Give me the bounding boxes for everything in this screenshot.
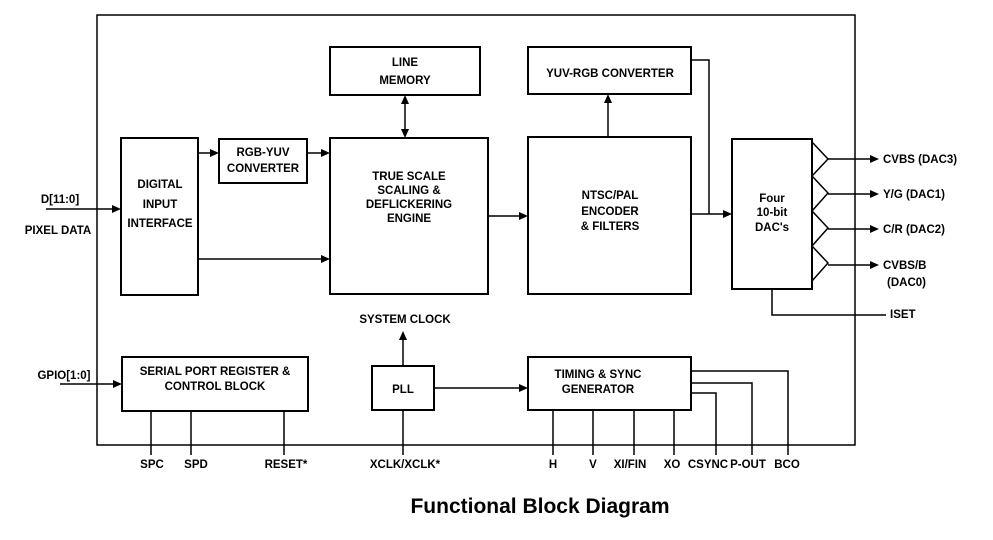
pin-csync: CSYNC xyxy=(688,459,728,471)
pin-reset: RESET* xyxy=(265,459,308,471)
line-memory-label-1: LINE xyxy=(392,57,419,69)
scaling-label-2: SCALING & xyxy=(377,185,440,197)
scaling-label-1: TRUE SCALE xyxy=(372,171,446,183)
dac-label-2: 10-bit xyxy=(757,207,788,219)
system-clock-label: SYSTEM CLOCK xyxy=(359,314,451,326)
pll-label: PLL xyxy=(392,384,414,396)
yuv-rgb-converter-block: YUV-RGB CONVERTER xyxy=(527,46,692,95)
scaling-label-4: ENGINE xyxy=(387,213,431,225)
rgb-yuv-label-2: CONVERTER xyxy=(227,163,300,175)
dac-label-3: DAC's xyxy=(755,222,789,234)
yuv-rgb-label: YUV-RGB CONVERTER xyxy=(546,68,674,80)
pin-spd: SPD xyxy=(184,459,208,471)
diagram-caption: Functional Block Diagram xyxy=(410,495,669,518)
rgb-yuv-converter-block: RGB-YUV CONVERTER xyxy=(218,138,308,184)
timing-label-2: GENERATOR xyxy=(562,384,635,396)
serial-label-2: CONTROL BLOCK xyxy=(165,381,266,393)
pin-v: V xyxy=(589,459,597,471)
encoder-label-2: ENCODER xyxy=(581,206,639,218)
gpio-label: GPIO[1:0] xyxy=(37,370,90,382)
encoder-block: NTSC/PAL ENCODER & FILTERS xyxy=(527,136,692,295)
rgb-yuv-label-1: RGB-YUV xyxy=(236,147,289,159)
chip-outline xyxy=(96,14,856,446)
pin-bco: BCO xyxy=(774,459,800,471)
dac-output-dac0: (DAC0) xyxy=(887,277,926,289)
timing-sync-block: TIMING & SYNC GENERATOR xyxy=(527,356,692,411)
timing-label-1: TIMING & SYNC xyxy=(555,369,642,381)
digital-input-label-3: INTERFACE xyxy=(127,218,193,230)
pixel-data-label: PIXEL DATA xyxy=(25,225,91,237)
encoder-label-3: & FILTERS xyxy=(581,221,640,233)
dac-output-cr-dac2: C/R (DAC2) xyxy=(883,224,945,236)
serial-label-1: SERIAL PORT REGISTER & xyxy=(140,366,291,378)
serial-port-block: SERIAL PORT REGISTER & CONTROL BLOCK xyxy=(121,356,309,412)
pin-xo: XO xyxy=(664,459,681,471)
digital-input-interface-block: DIGITAL INPUT INTERFACE xyxy=(120,137,199,296)
d-input-label: D[11:0] xyxy=(41,194,80,206)
scaling-label-3: DEFLICKERING xyxy=(366,199,452,211)
pin-p-out: P-OUT xyxy=(730,459,766,471)
dac-block: Four 10-bit DAC's xyxy=(731,138,813,290)
digital-input-label-1: DIGITAL xyxy=(137,179,182,191)
pin-xclk: XCLK/XCLK* xyxy=(370,459,441,471)
iset-label: ISET xyxy=(890,309,916,321)
dac-output-yg-dac1: Y/G (DAC1) xyxy=(883,189,945,201)
dac-output-cvbs-b: CVBS/B xyxy=(883,260,926,272)
dac-label-1: Four xyxy=(759,193,785,205)
digital-input-label-2: INPUT xyxy=(143,199,178,211)
pin-h: H xyxy=(549,459,557,471)
connections xyxy=(46,59,886,455)
dac-output-cvbs-dac3: CVBS (DAC3) xyxy=(883,154,957,166)
line-memory-block: LINE MEMORY xyxy=(329,46,481,96)
scaling-engine-block: TRUE SCALE SCALING & DEFLICKERING ENGINE xyxy=(329,137,489,295)
line-memory-label-2: MEMORY xyxy=(379,75,431,87)
pin-xi-fin: XI/FIN xyxy=(614,459,647,471)
encoder-label-1: NTSC/PAL xyxy=(582,190,639,202)
pll-block: PLL xyxy=(371,365,435,411)
pin-spc: SPC xyxy=(140,459,164,471)
